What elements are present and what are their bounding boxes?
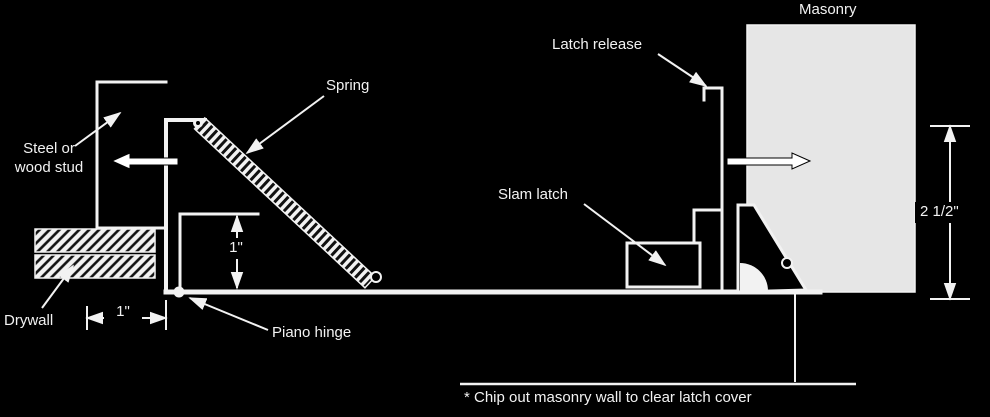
piano-hinge-leader	[188, 297, 269, 331]
latch-cam	[740, 263, 768, 291]
slam-latch-label: Slam latch	[498, 186, 569, 203]
slam-latch-leader	[583, 203, 667, 267]
frame-return	[178, 212, 260, 294]
drywall-label: Drywall	[4, 312, 54, 329]
spring-label: Spring	[326, 77, 370, 94]
dim-1h-label: 1"	[104, 302, 142, 323]
fastener-right	[726, 152, 812, 170]
stud-label: Steel or wood stud	[14, 140, 84, 176]
spring-band	[193, 116, 377, 289]
latch-roller	[781, 257, 793, 269]
spring-end-hook	[370, 271, 382, 283]
dim-1v-label: 1"	[217, 238, 255, 259]
piano-hinge-dot	[173, 286, 185, 298]
latch-release-hook	[702, 86, 724, 102]
stud-leader	[74, 111, 122, 147]
latch-release-label: Latch release	[552, 36, 643, 53]
stud-outline	[95, 80, 168, 230]
slam-latch-box	[625, 241, 702, 289]
drywall-leader	[41, 264, 75, 309]
fastener-left	[110, 152, 179, 170]
dim-2half-label: 2 1/2"	[915, 202, 964, 223]
drywall-board-bottom	[34, 254, 156, 279]
masonry-label: Masonry	[799, 1, 857, 18]
frame-left	[164, 118, 207, 294]
latch-bracket	[692, 208, 724, 245]
spring-anchor-center	[196, 121, 200, 125]
spring-leader	[245, 95, 325, 155]
masonry-note: * Chip out masonry wall to clear latch c…	[464, 389, 752, 406]
drywall-board-top	[34, 228, 156, 253]
piano-hinge-label: Piano hinge	[272, 324, 352, 341]
latch-release-leader	[657, 53, 708, 87]
